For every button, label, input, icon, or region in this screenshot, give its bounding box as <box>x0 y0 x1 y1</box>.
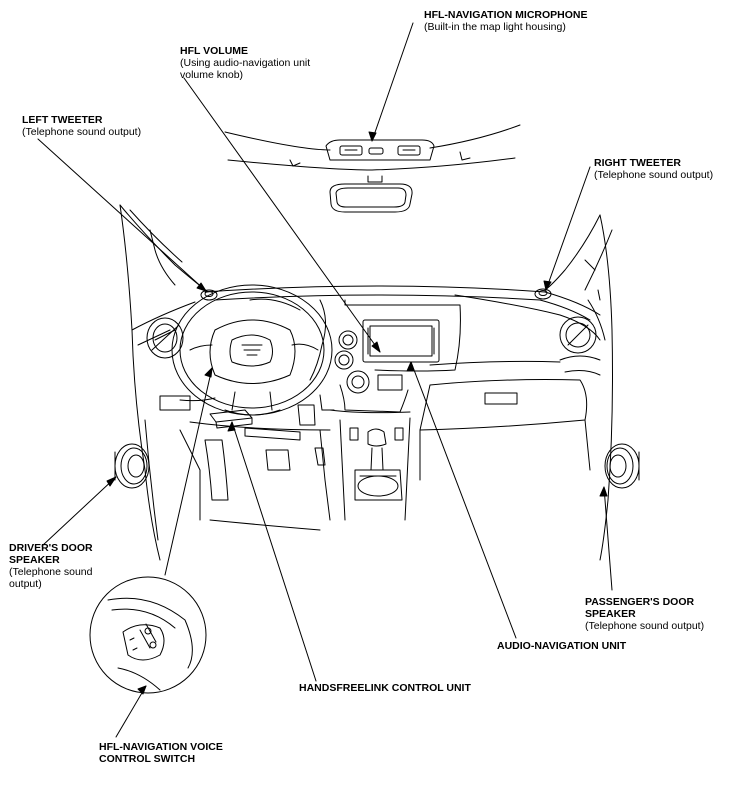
label-voice-control-switch: HFL-NAVIGATION VOICE CONTROL SWITCH <box>99 741 223 765</box>
label-title: LEFT TWEETER <box>22 114 103 126</box>
label-left-tweeter: LEFT TWEETER (Telephone sound output) <box>22 114 141 138</box>
label-sub: output) <box>9 578 42 590</box>
label-audio-navigation-unit: AUDIO-NAVIGATION UNIT <box>497 640 626 652</box>
label-sub: (Built-in the map light housing) <box>424 21 566 33</box>
label-title: RIGHT TWEETER <box>594 157 681 169</box>
left-tweeter <box>201 290 217 300</box>
label-sub: (Telephone sound output) <box>22 126 142 138</box>
label-title: HANDSFREELINK CONTROL UNIT <box>299 682 471 694</box>
label-title: DRIVER'S DOOR <box>9 542 93 554</box>
driver-door-speaker <box>115 444 149 488</box>
dashboard-top <box>205 286 600 340</box>
label-hfl-microphone: HFL-NAVIGATION MICROPHONE (Built-in the … <box>424 9 588 33</box>
label-title: PASSENGER'S DOOR <box>585 596 695 608</box>
left-vent <box>147 318 183 358</box>
label-title: SPEAKER <box>585 608 636 620</box>
right-tweeter <box>535 289 551 299</box>
label-sub: volume knob) <box>180 69 244 81</box>
map-light-housing <box>326 140 434 160</box>
rearview-mirror <box>330 176 412 212</box>
label-title: HFL VOLUME <box>180 45 249 57</box>
steering-wheel <box>172 285 332 415</box>
left-pillar <box>120 205 208 560</box>
center-stack <box>330 300 460 520</box>
windshield-header <box>225 125 520 170</box>
label-title: AUDIO-NAVIGATION UNIT <box>497 640 627 652</box>
label-title: HFL-NAVIGATION VOICE <box>99 741 223 753</box>
voice-control-switch <box>90 577 206 693</box>
label-title: HFL-NAVIGATION MICROPHONE <box>424 9 588 21</box>
label-title: CONTROL SWITCH <box>99 753 196 765</box>
label-right-tweeter: RIGHT TWEETER (Telephone sound output) <box>594 157 713 181</box>
arrowheads <box>107 132 607 694</box>
label-title: SPEAKER <box>9 554 60 566</box>
passenger-door-speaker <box>605 444 639 488</box>
glovebox <box>420 361 590 480</box>
label-sub: (Telephone sound <box>9 566 93 578</box>
label-sub: (Using audio-navigation unit <box>180 57 311 69</box>
label-handsfreelink-control-unit: HANDSFREELINK CONTROL UNIT <box>299 682 471 694</box>
label-passenger-door-speaker: PASSENGER'S DOOR SPEAKER (Telephone soun… <box>585 596 704 632</box>
label-sub: (Telephone sound output) <box>594 169 714 181</box>
leader-lines <box>38 23 612 737</box>
label-driver-door-speaker: DRIVER'S DOOR SPEAKER (Telephone sound o… <box>9 542 93 590</box>
handsfreelink-control-unit <box>210 410 252 428</box>
right-pillar <box>545 215 613 560</box>
gear-shifter <box>355 429 402 500</box>
label-sub: (Telephone sound output) <box>585 620 705 632</box>
navigation-unit <box>363 320 439 362</box>
right-vent <box>560 317 600 375</box>
label-hfl-volume: HFL VOLUME (Using audio-navigation unit … <box>180 45 310 81</box>
